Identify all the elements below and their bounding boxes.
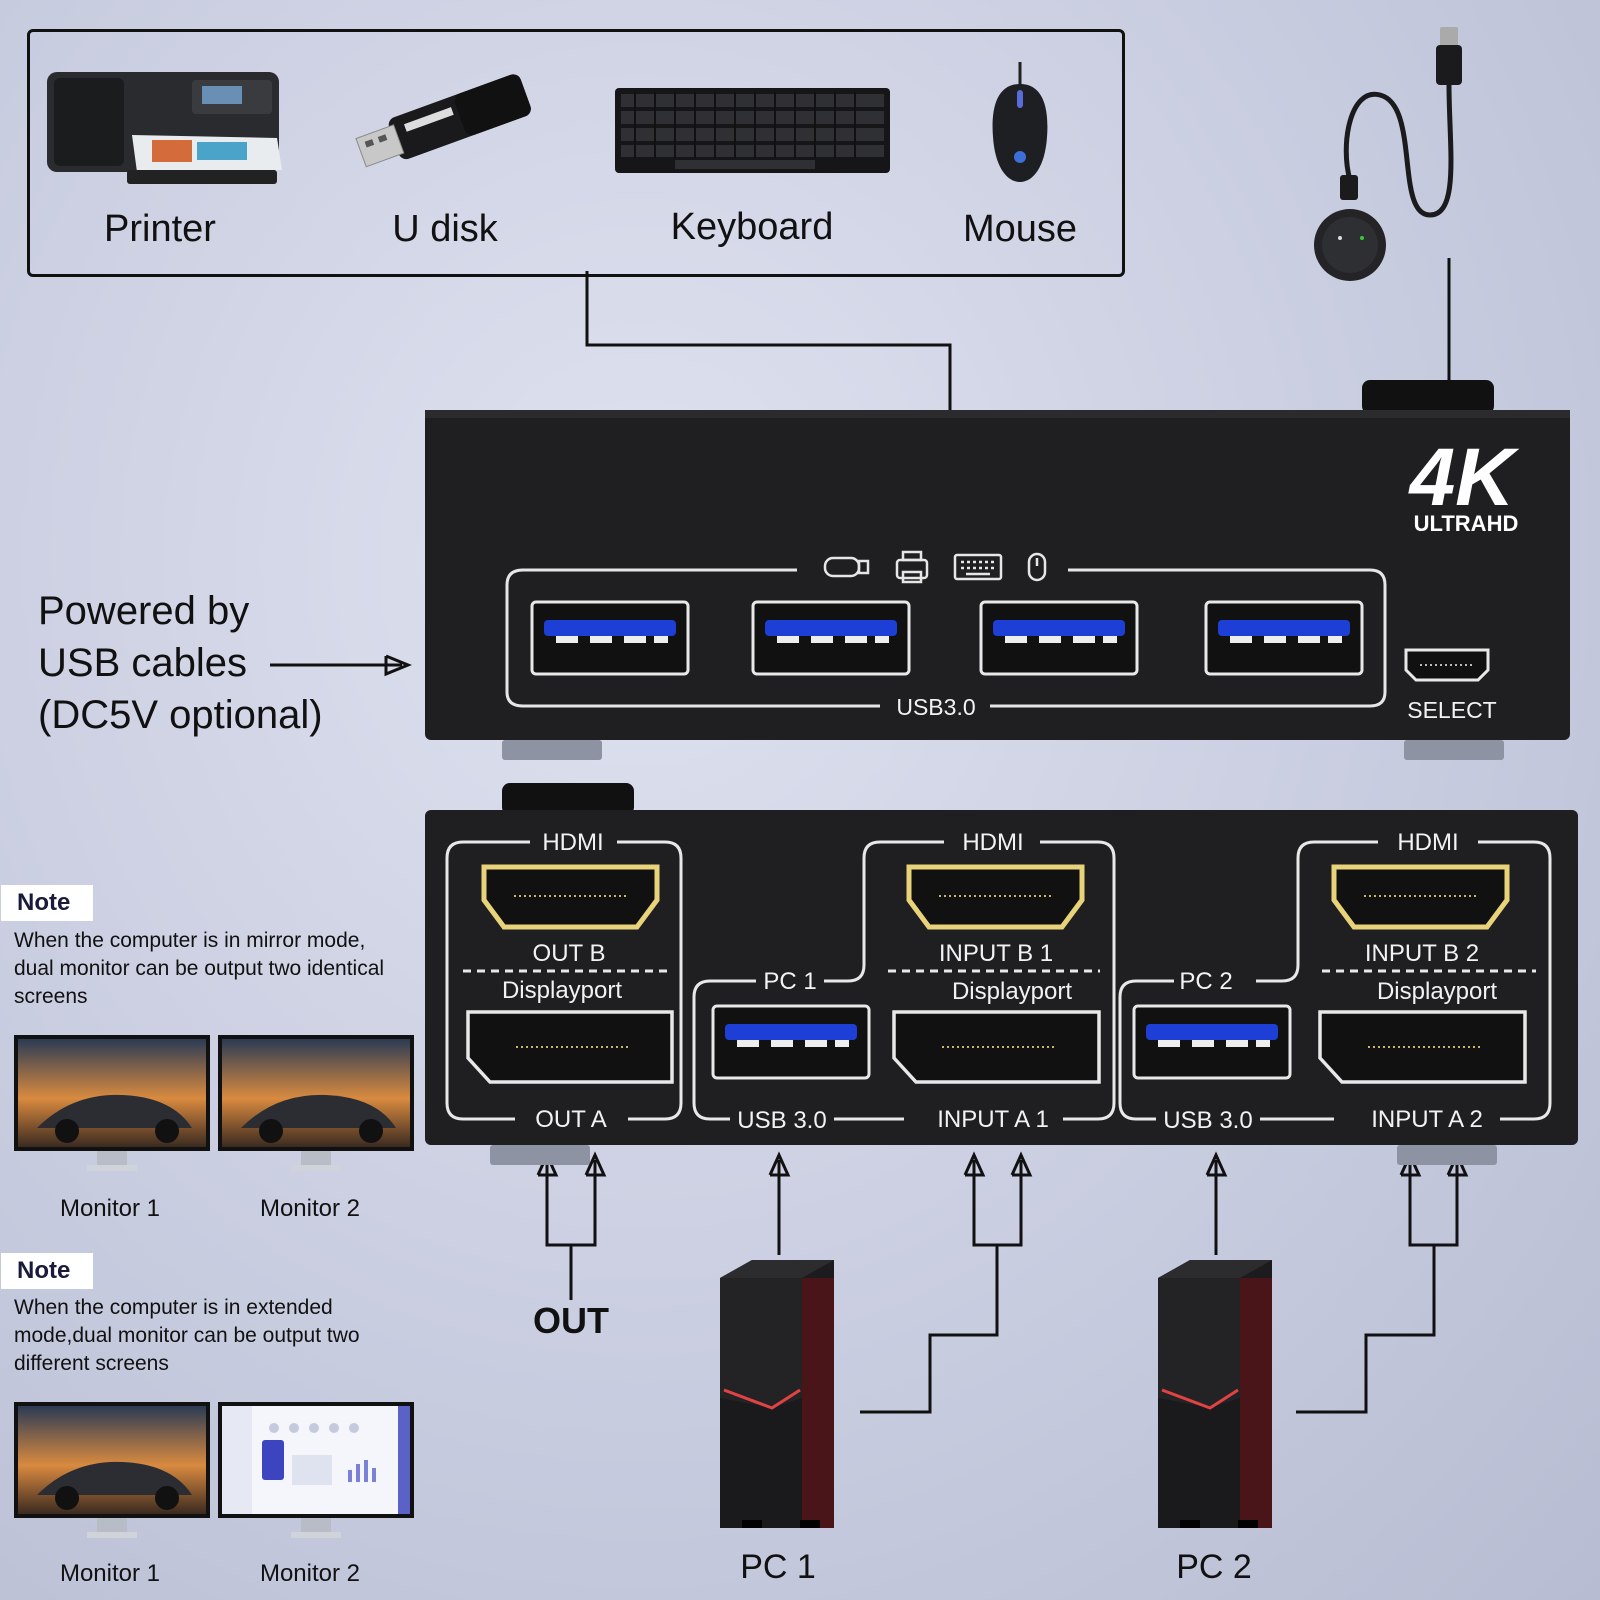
out-b-label: OUT B xyxy=(533,940,606,967)
pc2-port-label: PC 2 xyxy=(1179,968,1232,995)
displayport-label-out: Displayport xyxy=(502,977,622,1004)
brand-ultrahd: ULTRAHD xyxy=(1414,511,1519,536)
usb30-label-pc1: USB 3.0 xyxy=(737,1107,826,1134)
input-a1-label: INPUT A 1 xyxy=(937,1106,1049,1133)
out-label: OUT xyxy=(533,1300,609,1341)
displayport-label-pc2: Displayport xyxy=(1377,978,1497,1005)
displayport-label-pc1: Displayport xyxy=(952,978,1072,1005)
back-usb-ports xyxy=(711,1004,1292,1080)
monitor-2-mirror xyxy=(218,1035,414,1171)
note2-monitor2-label: Monitor 2 xyxy=(259,1560,361,1587)
input-b1-label: INPUT B 1 xyxy=(939,940,1053,967)
input-b2-label: INPUT B 2 xyxy=(1365,940,1479,967)
note2-monitor1-label: Monitor 1 xyxy=(59,1560,161,1587)
note1-monitor1-label: Monitor 1 xyxy=(59,1195,161,1222)
monitor-1-extended xyxy=(14,1402,210,1538)
kvm-back-panel: HDMI HDMI HDMI OUT B INPUT B 1 INPUT B 2… xyxy=(425,783,1578,1165)
usb3-label: USB3.0 xyxy=(896,694,975,720)
pc1-label: PC 1 xyxy=(740,1548,816,1586)
power-note-line1: Powered by xyxy=(38,589,250,633)
displayport-ports xyxy=(466,1010,1527,1084)
remote-switch-icon xyxy=(1314,27,1462,281)
pc1-tower-icon xyxy=(720,1260,834,1528)
extended-monitors xyxy=(14,1402,414,1538)
mouse-icon xyxy=(992,62,1048,182)
power-note-line2: USB cables xyxy=(38,641,247,685)
usb-drive-icon xyxy=(355,74,531,168)
brand-4k: 4K xyxy=(1408,432,1521,523)
printer-icon xyxy=(47,72,282,184)
printer-label: Printer xyxy=(104,208,216,250)
hdmi-label-pc1: HDMI xyxy=(962,829,1023,856)
usb-ports xyxy=(530,600,1364,676)
udisk-label: U disk xyxy=(392,208,498,250)
out-a-label: OUT A xyxy=(535,1106,607,1133)
hdmi-label-out: HDMI xyxy=(542,829,603,856)
power-note-line3: (DC5V optional) xyxy=(38,693,323,737)
pc2-tower-icon xyxy=(1158,1260,1272,1528)
mirror-monitors xyxy=(14,1035,414,1171)
pc1-port-label: PC 1 xyxy=(763,968,816,995)
select-knob-back xyxy=(502,783,634,815)
hdmi-label-pc2: HDMI xyxy=(1397,829,1458,856)
usb30-label-pc2: USB 3.0 xyxy=(1163,1107,1252,1134)
note1-text: When the computer is in mirror mode, dua… xyxy=(14,929,385,1008)
power-note: Powered by USB cables (DC5V optional) xyxy=(38,585,378,741)
monitor-2-extended xyxy=(218,1402,414,1538)
note2-tag: Note xyxy=(1,1253,93,1289)
peripherals-box xyxy=(27,29,1125,277)
mouse-label: Mouse xyxy=(962,208,1078,250)
pc2-label: PC 2 xyxy=(1176,1548,1252,1586)
note1-monitor2-label: Monitor 2 xyxy=(259,1195,361,1222)
note2-text: When the computer is in extended mode,du… xyxy=(14,1296,360,1375)
monitor-1-mirror xyxy=(14,1035,210,1171)
select-knob xyxy=(1362,380,1494,414)
kvm-front-panel: USB3.0 SELECT 4K ULTRAHD xyxy=(425,380,1570,760)
keyboard-icon xyxy=(615,88,890,173)
input-a2-label: INPUT A 2 xyxy=(1371,1106,1483,1133)
usb-device-icons xyxy=(823,550,1047,584)
keyboard-label: Keyboard xyxy=(670,206,834,248)
select-label: SELECT xyxy=(1407,697,1496,723)
note1-tag: Note xyxy=(1,885,93,921)
